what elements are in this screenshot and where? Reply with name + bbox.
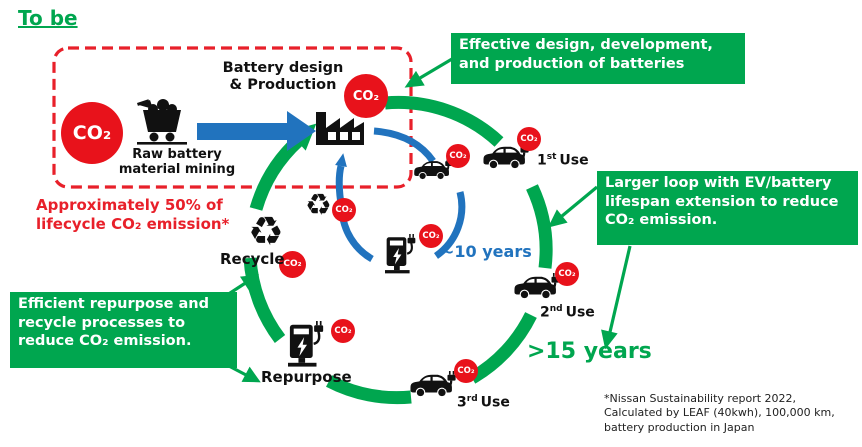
callout-larger-line2: lifespan extension to reduce [605,193,839,210]
callout-efficient-repurpose: Efficient repurpose and recycle processe… [10,292,237,368]
callout-efficient-line1: Efficient repurpose and [18,296,209,312]
repurpose-label: Repurpose [261,368,352,386]
mining-label-line1: Raw battery [132,147,222,162]
production-label-line1: Battery design [222,60,344,76]
callout-effective-line1: Effective design, development, [459,37,713,53]
co2-badge-mining: CO₂ [61,102,123,164]
callout-efficient-line2: recycle processes to [18,314,186,331]
callout-effective-line2: and production of batteries [459,55,685,72]
ev-car-icons [410,143,560,397]
callout-larger-loop: Larger loop with EV/battery lifespan ext… [597,171,858,245]
co2-badge-second-use: CO₂ [555,262,579,286]
inner-recycle-icon: ♻ [305,188,332,223]
co2-badge-inner-charger: CO₂ [419,224,443,248]
outer-loop-duration: >15 years [527,339,652,364]
repurpose-charger-icon [288,321,324,367]
process-dashed-box [52,46,413,189]
third-use-word: Use [480,394,510,411]
third-use-num: 3 [457,394,467,411]
footnote-line2: Calculated by LEAF (40kwh), 100,000 km, [604,406,835,420]
co2-badge-production: CO₂ [344,74,388,118]
first-use-ord: st [546,152,557,162]
mining-label: Raw battery material mining [113,147,241,178]
footnote-line1: *Nissan Sustainability report 2022, [604,392,797,405]
inner-loop-duration: ~10 years [441,242,532,261]
callout-effective-design: Effective design, development, and produ… [451,33,745,84]
second-use-word: Use [565,304,595,321]
third-use-ord: rd [466,394,478,404]
production-label-line2: & Production [229,76,337,93]
footnote: *Nissan Sustainability report 2022, Calc… [604,392,835,435]
co2-badge-repurpose: CO₂ [331,319,355,343]
first-use-car-icon [483,143,529,169]
lifecycle-emission-note-line2: lifecycle CO₂ emission* [36,214,230,233]
first-use-word: Use [559,152,589,169]
second-use-car-icon [514,273,560,299]
co2-badge-inner-car: CO₂ [446,144,470,168]
first-use-num: 1 [537,152,547,169]
inner-loop-arrowhead [335,153,347,168]
inner-loop-charger-icon [385,234,416,274]
lifecycle-emission-note: Approximately 50% of lifecycle CO₂ emiss… [36,196,229,234]
production-label: Battery design & Production [216,60,350,93]
second-use-num: 2 [540,304,550,321]
charger-icons [288,234,416,367]
outer-green-loop [243,95,553,405]
co2-badge-third-use: CO₂ [454,359,478,383]
callout-larger-line1: Larger loop with EV/battery [605,175,832,191]
lifecycle-emission-note-line1: Approximately 50% of [36,196,223,214]
recycle-icon: ♻ [248,209,284,255]
footnote-line3: battery production in Japan [604,420,755,434]
co2-badge-inner-recycle: CO₂ [332,198,356,222]
co2-badge-recycle: CO₂ [279,251,306,278]
mining-to-factory-arrow [197,111,316,151]
callout-efficient-line3: reduce CO₂ emission. [18,333,192,350]
recycle-label: Recycle [220,250,285,268]
second-use-ord: nd [549,304,563,314]
mine-cart-icon [136,99,187,145]
co2-badge-first-use: CO₂ [517,127,541,151]
page-title: To be [18,6,78,30]
third-use-car-icon [410,371,456,397]
factory-icon [316,112,364,145]
callout-larger-line3: CO₂ emission. [605,212,718,229]
mining-label-line2: material mining [118,161,236,177]
